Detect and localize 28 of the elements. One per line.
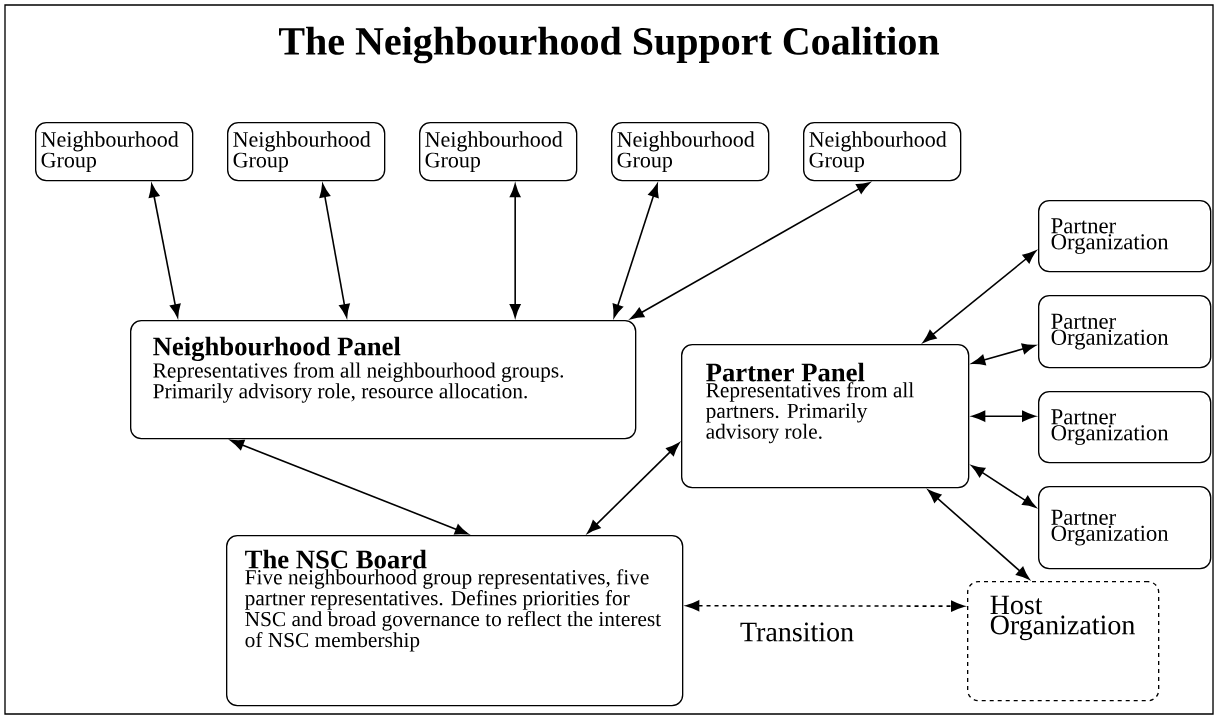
arrow [971, 343, 1036, 366]
edge-label: Transition [737, 619, 857, 645]
panel-box: Neighbourhood Panel Representatives from all neighbourhood groups. Primarily advisory role, resource allocation. [130, 320, 637, 440]
organization-box: Partner Organization [1038, 486, 1212, 570]
panel-box: Partner Panel Representatives from all partners. Primarily advisory role. [681, 344, 970, 489]
board-box: The NSC Board Five neighbourhood group representatives, five partner representatives. Defines priorities for NSC and broad governance to reflect the interest of NSC membership [226, 535, 684, 707]
arrow [612, 183, 659, 318]
organization-box: Partner Organization [1038, 391, 1212, 464]
arrow [630, 182, 871, 320]
arrow [971, 410, 1036, 422]
group-box: Neighbourhood Group [227, 122, 386, 182]
arrow [927, 489, 1030, 580]
group-box: Neighbourhood Group [419, 122, 578, 182]
organization-box: Partner Organization [1038, 295, 1212, 369]
title: The Neighbourhood Support Coalition [279, 26, 939, 64]
arrow [922, 250, 1037, 343]
arrow [685, 600, 965, 612]
arrow [509, 183, 521, 318]
arrow [587, 442, 680, 534]
group-box: Neighbourhood Group [35, 122, 194, 182]
arrow [148, 183, 181, 318]
group-box: Neighbourhood Group [611, 122, 770, 182]
organization-box: Partner Organization [1038, 200, 1212, 273]
group-box: Neighbourhood Group [803, 122, 962, 182]
arrow [230, 439, 469, 535]
host-organization-box: Host Organization [967, 581, 1160, 702]
arrow [319, 183, 350, 318]
arrow [971, 465, 1037, 508]
